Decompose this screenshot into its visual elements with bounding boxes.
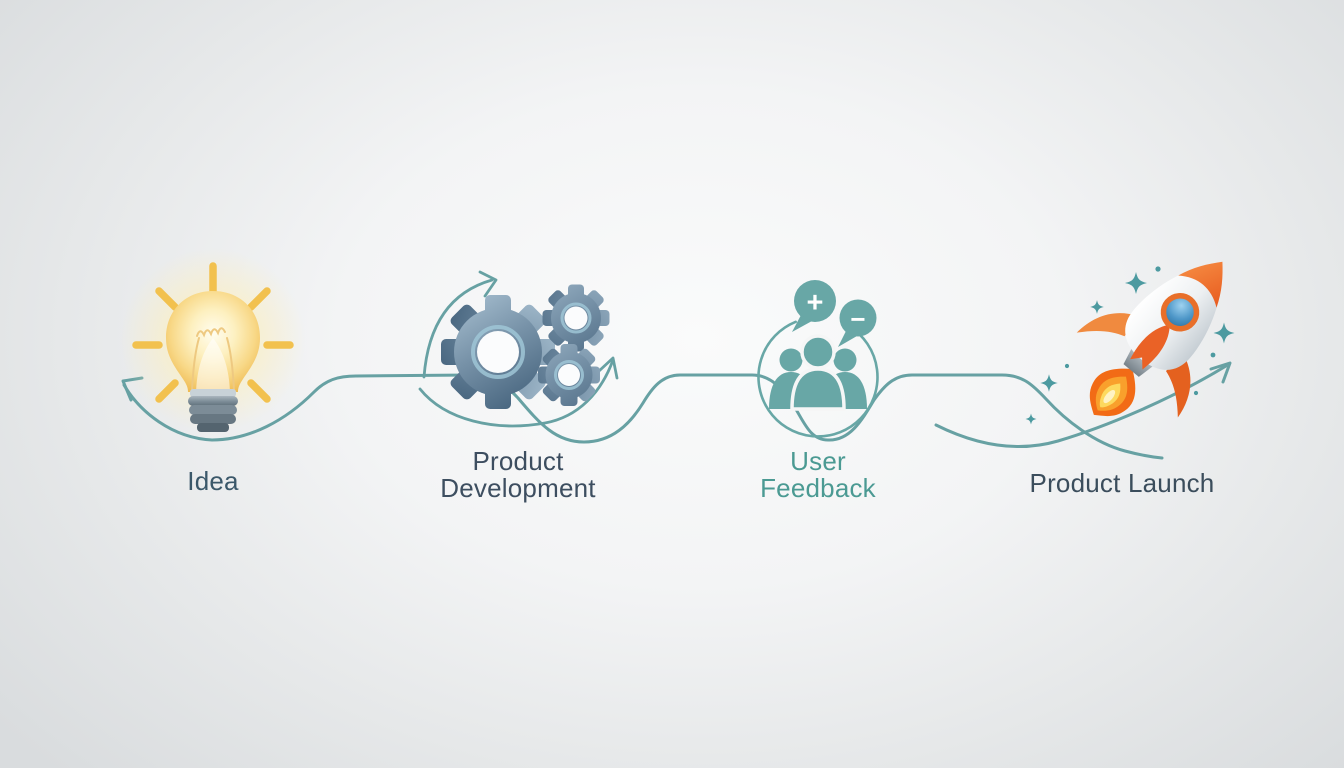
sparkle-dot [1210, 352, 1216, 358]
gear-large [441, 295, 555, 409]
negative-feedback-bubble-icon: − [838, 299, 877, 347]
gear-small-top [542, 284, 610, 352]
feedback-circle-icon [757, 320, 879, 438]
stage-label-user-feedback: User Feedback [760, 446, 876, 503]
sparkle-dot [1064, 363, 1070, 369]
positive-symbol: + [807, 287, 824, 319]
sparkle-dot [1155, 266, 1161, 272]
rocket-fin-left [1076, 313, 1138, 337]
lightbulb-icon [121, 248, 305, 432]
rocket-nose-cone [1178, 261, 1223, 308]
rocket-flame [1089, 368, 1136, 417]
rocket-window [1160, 293, 1200, 332]
stage-label-idea: Idea [187, 466, 239, 496]
rocket-nozzle [1123, 347, 1154, 377]
stage-label-product-development: Product Development [440, 446, 596, 503]
gears-icon [441, 284, 610, 409]
stage-label-product-launch: Product Launch [1029, 468, 1215, 498]
rocket-center-fin [1130, 324, 1170, 370]
lightbulb-inner-glow [196, 338, 230, 392]
user-group-icon [769, 334, 867, 411]
positive-feedback-bubble-icon: + [792, 280, 836, 332]
gear-small-bottom [538, 344, 600, 406]
rocket-icon [1076, 261, 1223, 418]
lightbulb-filament [191, 327, 235, 392]
lightbulb-rays [132, 262, 294, 403]
sparkles [1025, 266, 1235, 425]
lightbulb-base [188, 389, 238, 432]
connector-path [122, 373, 1164, 460]
sparkle-dot [1193, 390, 1199, 396]
rocket-fin-right [1165, 354, 1191, 418]
gears-cycle-arrows-icon [418, 270, 619, 428]
negative-symbol: − [850, 304, 865, 334]
